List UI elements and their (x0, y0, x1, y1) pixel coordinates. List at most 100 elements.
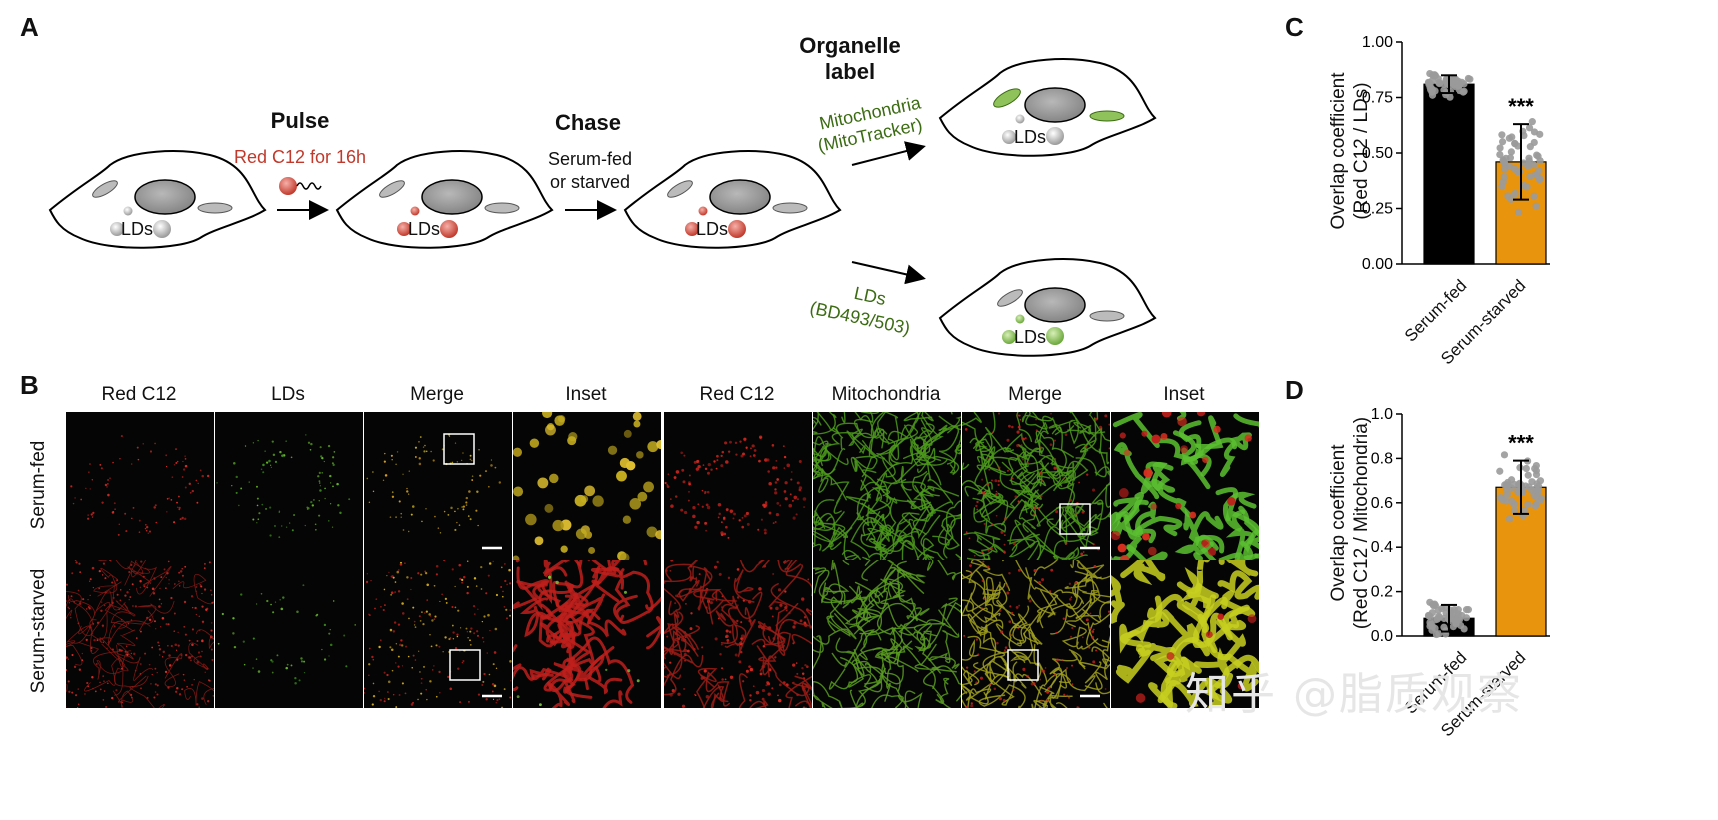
column-label-red-c12-1: Red C12 (101, 384, 177, 405)
chart-d-point-1-20 (1500, 451, 1509, 459)
chart-d-point-1-43 (1528, 478, 1536, 486)
column-label-merge-1: Merge (410, 384, 464, 405)
row-label-serum-starved: Serum-starved (28, 568, 49, 694)
chart-c-point-1-48 (1533, 151, 1541, 159)
chart-d-point-1-53 (1502, 497, 1510, 505)
chase-line2: or starved (549, 172, 631, 192)
chart-d-point-0-54 (1432, 630, 1441, 639)
panel-letter-a: A (20, 12, 39, 42)
chart-c-point-1-44 (1526, 143, 1534, 151)
chart-c-point-1-33 (1508, 133, 1516, 141)
chart-c-ytick-label-4: 1.00 (1362, 34, 1393, 51)
chart-c-point-1-10 (1507, 148, 1515, 156)
chart-d-ylabel-line1: Overlap coefficient (1328, 444, 1349, 602)
organelle-title-line1: Organelle (799, 33, 901, 58)
chase-line1: Serum-fed (547, 149, 633, 169)
chart-d-point-1-50 (1532, 461, 1540, 470)
chart-d-point-1-52 (1534, 486, 1542, 494)
chart-d-point-0-45 (1454, 606, 1462, 614)
chart-c-point-1-9 (1525, 154, 1533, 162)
micrograph-serum-starved-merge-mito (962, 560, 1110, 708)
chart-c-point-1-13 (1498, 138, 1507, 146)
micrograph-serum-fed-inset-mito (1111, 412, 1259, 560)
chart-c-point-1-53 (1531, 170, 1540, 179)
chart-c-point-0-45 (1466, 75, 1474, 83)
chart-c-point-1-54 (1514, 208, 1523, 216)
chart-c-ytick-label-2: 0.50 (1362, 145, 1393, 162)
chart-c-ytick-label-1: 0.25 (1362, 201, 1393, 218)
column-label-merge-2: Merge (1008, 384, 1062, 405)
chart-c-category-serum-starved: Serum-starved (1437, 276, 1530, 369)
column-label-mitochondria: Mitochondria (831, 384, 941, 405)
chart-c-point-1-3 (1496, 150, 1504, 159)
chart-d-point-0-44 (1462, 614, 1471, 622)
chart-c: 0.000.250.500.751.00*** (1362, 34, 1550, 273)
chart-c-point-1-21 (1536, 175, 1544, 183)
chart-d-point-1-21 (1536, 477, 1545, 485)
micrograph-serum-starved-mitochondria (813, 560, 961, 708)
chart-d-point-0-50 (1449, 623, 1457, 631)
cell-mito-label (938, 58, 1157, 157)
chart-d-significance-1: *** (1508, 431, 1534, 456)
chart-d-point-1-36 (1516, 464, 1524, 472)
micrograph-serum-starved-lds (215, 560, 363, 708)
micrograph-serum-fed-red-c12 (66, 412, 214, 560)
cell-lds-text-3: LDs (696, 219, 729, 239)
chart-c-point-0-30 (1426, 69, 1434, 78)
chart-d-ytick-label-4: 0.8 (1371, 450, 1393, 467)
cell-chase (623, 150, 842, 249)
column-label-inset-2: Inset (1163, 384, 1205, 405)
cell-initial (48, 150, 267, 249)
micrograph-serum-fed-merge-mito (962, 412, 1110, 560)
micrograph-serum-fed-mitochondria (813, 412, 961, 560)
chart-c-point-0-48 (1455, 79, 1463, 88)
chase-title: Chase (554, 110, 622, 135)
chart-c-point-1-16 (1526, 172, 1534, 180)
chart-d-point-0-53 (1433, 615, 1441, 623)
chart-c-point-1-38 (1501, 160, 1509, 168)
cell-pulse (335, 150, 554, 249)
arrow-lds (851, 261, 926, 285)
pulse-text: Red C12 for 16h (233, 147, 367, 167)
chart-c-point-1-49 (1525, 124, 1534, 132)
cell-lds-text-1: LDs (121, 219, 154, 239)
chart-d-point-1-5 (1510, 507, 1519, 515)
chart-d-point-0-51 (1426, 612, 1434, 621)
chart-d-point-1-12 (1524, 471, 1532, 479)
chart-d-point-1-35 (1531, 502, 1539, 510)
panel-letter-b: B (20, 370, 39, 400)
micrograph-serum-starved-inset (513, 560, 661, 708)
row-label-serum-fed: Serum-fed (28, 440, 49, 530)
chart-c-point-1-47 (1530, 161, 1538, 169)
chart-c-point-1-31 (1498, 131, 1506, 139)
micrograph-serum-fed-merge (364, 412, 512, 560)
chart-d-point-1-46 (1536, 496, 1544, 504)
red-c12-dye-icon (279, 177, 322, 195)
chart-c-point-0-52 (1459, 88, 1467, 96)
chart-d-point-0-47 (1426, 622, 1434, 630)
chart-c-point-0-49 (1425, 80, 1433, 88)
organelle-title-line2: label (824, 59, 876, 84)
chart-d-point-1-6 (1522, 464, 1530, 473)
cell-lds-label (938, 258, 1157, 357)
micrograph-serum-starved-red-c12-mito (664, 560, 812, 708)
chart-c-point-0-35 (1446, 93, 1454, 101)
chart-c-point-1-20 (1528, 118, 1536, 126)
micrograph-serum-fed-lds (215, 412, 363, 560)
chart-c-point-1-52 (1520, 132, 1528, 140)
arrow-mito (851, 141, 926, 166)
panel-letter-c: C (1285, 12, 1304, 42)
chart-c-ytick-label-0: 0.00 (1362, 256, 1393, 273)
panel-letter-d: D (1285, 375, 1304, 405)
micrograph-serum-starved-red-c12 (66, 560, 214, 708)
cell-lds-text-4: LDs (1014, 127, 1047, 147)
chart-d-point-1-34 (1508, 497, 1516, 506)
chart-c-ytick-label-3: 0.75 (1362, 90, 1393, 107)
chart-c-point-1-36 (1536, 130, 1544, 138)
column-label-inset-1: Inset (565, 384, 607, 405)
chart-d-point-0-43 (1462, 606, 1471, 614)
chart-c-point-1-25 (1514, 142, 1522, 150)
chart-c-point-1-51 (1496, 144, 1504, 152)
chart-d-point-1-29 (1524, 500, 1532, 509)
chart-c-point-1-43 (1532, 202, 1540, 210)
